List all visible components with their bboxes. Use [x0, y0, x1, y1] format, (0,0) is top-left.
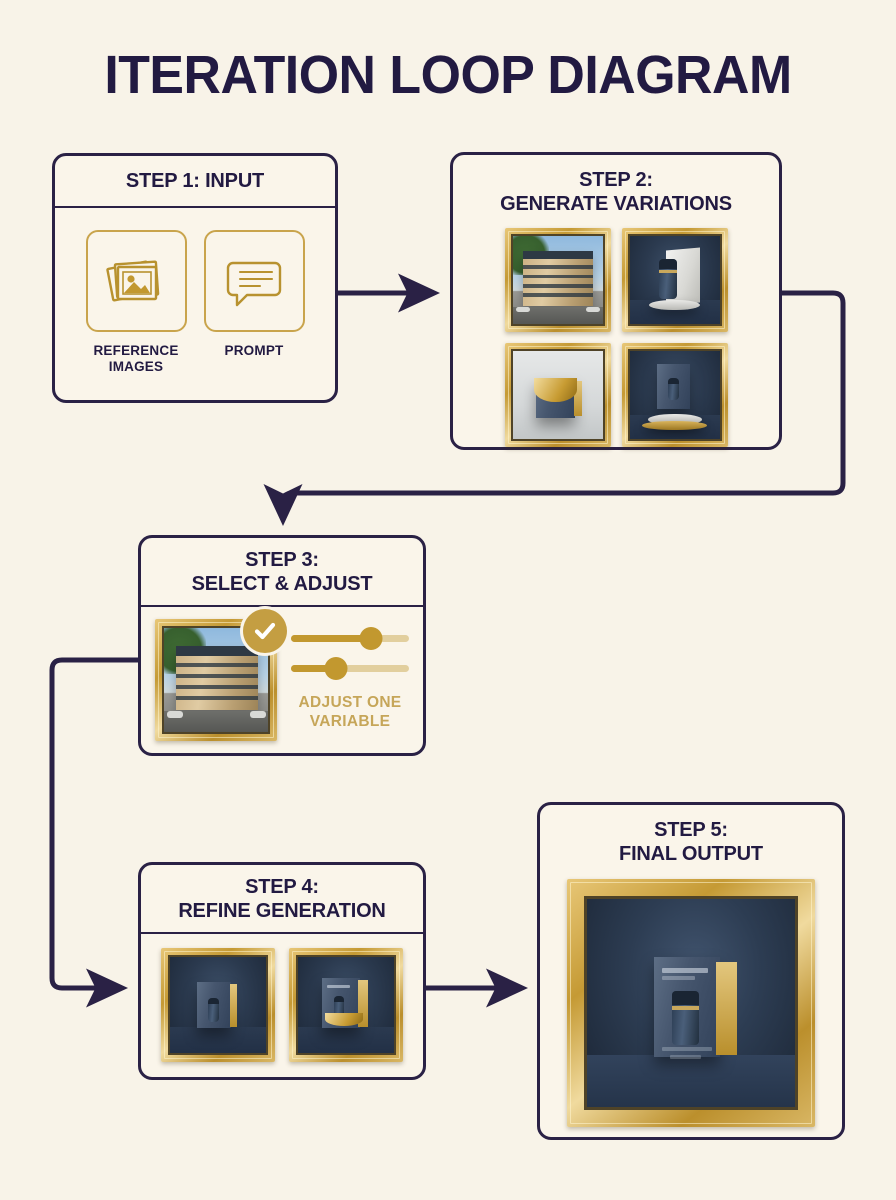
step5-frame-wrap [540, 879, 842, 1128]
step1-icon-row: REFERENCE IMAGES PROMPT [55, 229, 335, 377]
variation-box-podium[interactable] [621, 343, 728, 448]
step4-thumbnail-row [141, 948, 423, 1063]
prompt-cell[interactable]: PROMPT [203, 229, 305, 377]
slider-one[interactable] [291, 625, 409, 651]
variation-gold-box[interactable] [504, 343, 611, 448]
reference-images-label: REFERENCE IMAGES [93, 342, 179, 375]
step-card-final-output[interactable]: STEP 5: FINAL OUTPUT [537, 802, 845, 1140]
refined-box-right[interactable] [289, 948, 403, 1063]
step4-divider [141, 932, 423, 935]
step-card-generate-variations[interactable]: STEP 2: GENERATE VARIATIONS [450, 152, 782, 450]
selected-building-wrap[interactable] [155, 609, 287, 742]
step3-controls: ADJUST ONE VARIABLE [291, 619, 409, 732]
step5-title: STEP 5: FINAL OUTPUT [619, 819, 763, 865]
prompt-label: PROMPT [224, 342, 284, 358]
refined-box-left[interactable] [161, 948, 275, 1063]
step-card-refine-generation[interactable]: STEP 4: REFINE GENERATION [138, 862, 426, 1080]
variation-building[interactable] [504, 228, 611, 333]
final-product-image[interactable] [567, 879, 815, 1128]
page-title: ITERATION LOOP DIAGRAM [104, 45, 792, 105]
step-card-select-adjust[interactable]: STEP 3: SELECT & ADJUST [138, 535, 426, 756]
adjust-one-variable-label: ADJUST ONE VARIABLE [298, 694, 402, 731]
step2-thumbnail-grid [453, 228, 779, 448]
slider-two[interactable] [291, 655, 409, 681]
reference-images-cell[interactable]: REFERENCE IMAGES [85, 229, 187, 377]
arrow-step3-to-step4 [49, 657, 138, 1008]
step1-divider [55, 205, 335, 208]
variation-bottle-panel[interactable] [621, 228, 728, 333]
prompt-icon [203, 229, 305, 332]
step-card-input[interactable]: STEP 1: INPUT REFERENCE IM [52, 153, 338, 403]
step4-title: STEP 4: REFINE GENERATION [178, 876, 386, 922]
reference-images-icon [85, 229, 187, 332]
step1-title: STEP 1: INPUT [125, 170, 265, 192]
step3-title: STEP 3: SELECT & ADJUST [191, 549, 373, 595]
checkmark-icon [243, 609, 287, 654]
step3-body: ADJUST ONE VARIABLE [141, 607, 423, 742]
step3-divider [141, 605, 423, 608]
step2-title: STEP 2: GENERATE VARIATIONS [500, 169, 732, 215]
